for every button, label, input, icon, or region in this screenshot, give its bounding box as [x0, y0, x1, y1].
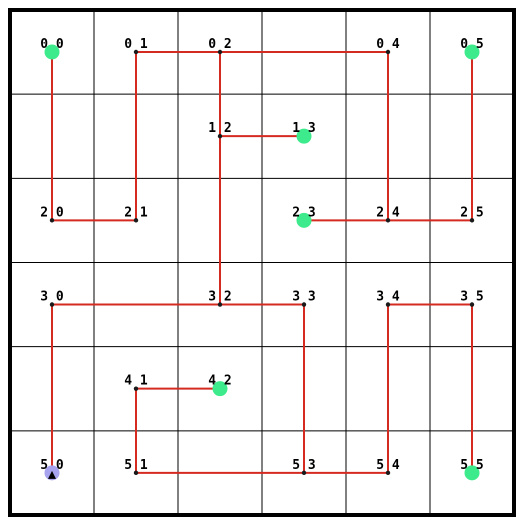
grid-lines	[10, 10, 514, 516]
path-node	[133, 218, 139, 223]
path-node	[49, 302, 55, 307]
cell-label: 4 1	[124, 374, 148, 389]
path-segment	[51, 51, 473, 222]
cell-label: 0 0	[40, 37, 64, 52]
cell-label: 1 3	[292, 121, 315, 136]
cell-labels: 0 0 0 1 0 2 0 4 0 5 1 2 1 3 2 0 2 1 2 3 2 4 2 5 3 0 3…	[40, 37, 483, 473]
target-marker	[464, 465, 480, 481]
agent-arrow-icon	[48, 470, 56, 479]
cell-label: 1 2	[208, 121, 231, 136]
cell-label: 3 5	[460, 290, 483, 305]
cell-label: 0 1	[124, 37, 148, 52]
cell-label: 2 3	[292, 205, 315, 220]
path-node	[385, 302, 391, 307]
cell-label: 5 1	[124, 458, 148, 473]
cell-label: 2 0	[40, 205, 64, 220]
target-marker	[296, 128, 312, 144]
target-marker	[464, 44, 480, 60]
cell-label: 2 4	[376, 205, 400, 220]
target-marker	[44, 44, 60, 60]
path-node	[385, 218, 391, 223]
cell-label: 5 0	[40, 458, 64, 473]
path-node	[133, 386, 139, 391]
path-node	[133, 470, 139, 476]
path-node	[49, 218, 55, 223]
target-marker	[212, 381, 228, 397]
cell-label: 2 5	[460, 205, 483, 220]
path-node	[217, 133, 223, 139]
markers	[44, 44, 480, 481]
path-node	[385, 49, 391, 55]
path-node	[385, 470, 391, 476]
cell-label: 0 2	[208, 37, 231, 52]
board-border	[8, 8, 516, 517]
path-node	[217, 302, 223, 307]
cell-label: 5 3	[292, 458, 315, 473]
cell-label: 5 4	[376, 458, 400, 473]
cell-label: 3 2	[208, 290, 231, 305]
cell-label: 2 1	[124, 205, 148, 220]
target-marker	[296, 212, 312, 228]
path-node	[133, 49, 139, 55]
path-node	[217, 49, 223, 55]
path-node	[301, 302, 307, 307]
cell-label: 0 4	[376, 37, 400, 52]
path-node	[301, 470, 307, 476]
path-node	[469, 302, 475, 307]
cell-label: 3 4	[376, 290, 400, 305]
cell-label: 4 2	[208, 374, 231, 389]
cell-label: 3 3	[292, 290, 315, 305]
cell-label: 3 0	[40, 290, 64, 305]
path-node	[469, 218, 475, 223]
cell-label: 5 5	[460, 458, 483, 473]
cell-label: 0 5	[460, 37, 483, 52]
